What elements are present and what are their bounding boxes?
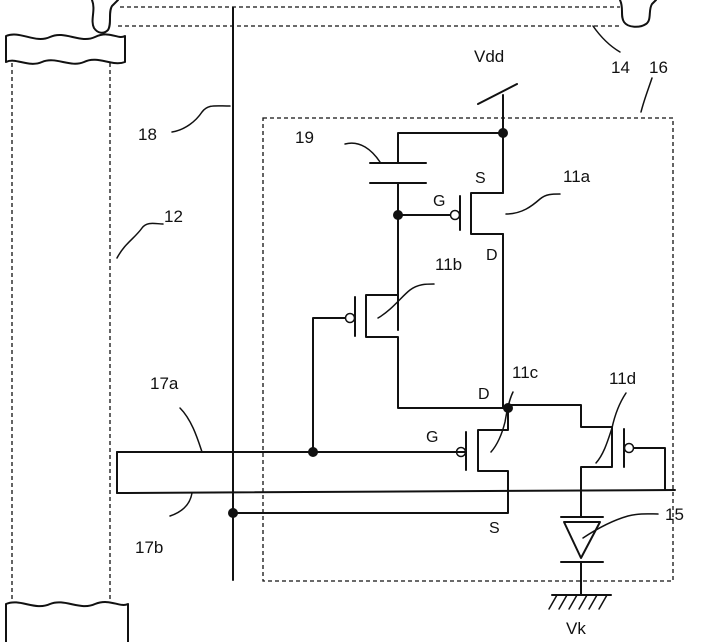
label-14: 14 xyxy=(611,58,630,77)
pixel-boundary-16 xyxy=(263,118,673,581)
transistor-11d xyxy=(508,405,665,517)
junction-dots xyxy=(228,128,513,518)
label-19: 19 xyxy=(295,128,314,147)
label-11c: 11c xyxy=(512,363,539,382)
label-12: 12 xyxy=(164,207,183,226)
top-strip-14 xyxy=(92,0,656,33)
terminal-g-11c: G xyxy=(426,429,438,446)
label-vdd: Vdd xyxy=(474,47,504,66)
transistor-11b xyxy=(313,295,508,452)
label-11b: 11b xyxy=(435,255,462,274)
left-strip-12 xyxy=(6,34,128,642)
capacitor-19 xyxy=(370,133,503,330)
label-15: 15 xyxy=(665,505,684,524)
scan-lines-17 xyxy=(117,452,675,493)
label-18: 18 xyxy=(138,125,157,144)
label-11d: 11d xyxy=(609,369,636,388)
leader-lines xyxy=(117,26,658,538)
terminal-s-bottom: S xyxy=(489,520,500,537)
terminal-d-11a: D xyxy=(486,247,498,264)
label-11a: 11a xyxy=(563,167,591,186)
ground-vk xyxy=(549,595,611,609)
label-vk: Vk xyxy=(566,619,586,638)
label-16: 16 xyxy=(649,58,668,77)
vdd-supply xyxy=(478,84,517,133)
labels: Vdd Vk 12 14 16 15 18 19 11a 11b 11c 11d… xyxy=(135,47,684,638)
terminal-s-top: S xyxy=(475,170,486,187)
scan-line-17b xyxy=(117,490,675,493)
label-17a: 17a xyxy=(150,374,179,393)
terminal-g-11a: G xyxy=(433,193,445,210)
transistor-11c xyxy=(233,408,508,513)
label-17b: 17b xyxy=(135,538,163,557)
terminal-d-11c: D xyxy=(478,386,490,403)
